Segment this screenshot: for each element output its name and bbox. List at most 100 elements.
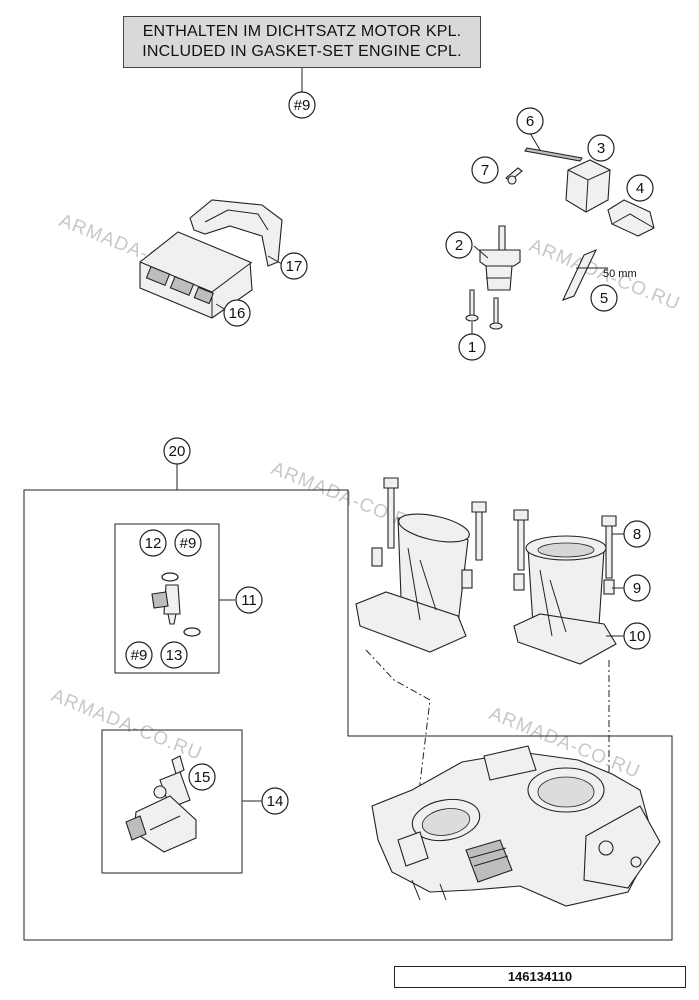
actuator-flange <box>479 249 521 267</box>
ecu-connector <box>193 286 215 305</box>
throttle-bracket <box>583 805 661 889</box>
pressure-sensor <box>607 199 655 237</box>
o-ring <box>183 627 201 637</box>
callout-7: 7 <box>471 156 499 184</box>
sensor-connector <box>125 815 147 841</box>
callout-15: 15 <box>188 763 216 791</box>
flange-bolt <box>605 521 613 579</box>
mounting-screw <box>493 297 499 325</box>
callout-1: 1 <box>458 333 486 361</box>
dimension-label: 50 mm <box>603 268 637 280</box>
svg-text:7: 7 <box>481 162 489 179</box>
watermarks: ARMADA-CO.RU ARMADA-CO.RU ARMADA-CO.RU A… <box>48 210 683 783</box>
callout-10: 10 <box>623 622 651 650</box>
o-ring <box>161 572 179 582</box>
bolt-head <box>601 515 617 527</box>
spacer-sleeve <box>513 573 525 591</box>
callout-11: 11 <box>235 586 263 614</box>
svg-text:17: 17 <box>286 258 303 275</box>
injector-kit-box <box>114 523 220 674</box>
flange-bolt <box>387 483 395 549</box>
callout-9: 9 <box>623 574 651 602</box>
svg-text:11: 11 <box>241 592 257 609</box>
svg-text:20: 20 <box>169 443 186 460</box>
svg-text:5: 5 <box>600 290 608 307</box>
alignment-line <box>365 649 431 801</box>
injector-connector <box>151 591 169 609</box>
flange-bolt <box>517 515 525 571</box>
svg-text:14: 14 <box>267 793 284 810</box>
sensor-gasket <box>524 147 583 162</box>
assembly-frame <box>23 462 673 941</box>
mounting-screw <box>469 289 475 317</box>
throttle-actuator-gear <box>465 839 513 883</box>
sensor-body <box>133 795 197 853</box>
screw-head <box>489 322 503 330</box>
spacer-sleeve <box>461 569 473 589</box>
flange-bolt <box>475 507 483 561</box>
callout-ref-9: #9 <box>125 641 153 669</box>
boot-flange <box>355 591 467 653</box>
screw-head <box>465 314 479 322</box>
svg-text:#9: #9 <box>180 535 197 552</box>
callout-16: 16 <box>223 299 251 327</box>
fuel-rail <box>483 745 537 781</box>
callout-17: 17 <box>280 252 308 280</box>
engine-control-unit <box>139 231 253 319</box>
gasket-set-note: ENTHALTEN IM DICHTSATZ MOTOR KPL. INCLUD… <box>123 16 481 68</box>
callout-4: 4 <box>626 174 654 202</box>
svg-text:13: 13 <box>166 647 183 664</box>
svg-text:4: 4 <box>636 180 644 197</box>
fuel-injector <box>151 572 201 637</box>
svg-text:12: 12 <box>145 535 162 552</box>
throttle-sensor-group <box>465 132 655 334</box>
callout-14: 14 <box>261 787 289 815</box>
svg-text:10: 10 <box>629 628 646 645</box>
intake-manifold-right <box>513 509 617 665</box>
svg-text:2: 2 <box>455 237 463 254</box>
svg-text:#9: #9 <box>131 647 148 664</box>
callout-6: 6 <box>516 107 544 135</box>
idle-valve <box>397 831 429 867</box>
svg-text:#9: #9 <box>294 97 311 114</box>
bracket-bolt <box>598 840 614 856</box>
injector-nozzle <box>167 613 177 625</box>
bolt-head <box>513 509 529 521</box>
bolt-head <box>471 501 487 513</box>
svg-text:8: 8 <box>633 526 641 543</box>
svg-text:16: 16 <box>229 305 246 322</box>
gasket-note-line-2: INCLUDED IN GASKET-SET ENGINE CPL. <box>142 43 462 60</box>
ecu-connector <box>145 265 171 287</box>
svg-text:9: 9 <box>633 580 641 597</box>
callout-12: 12 <box>139 529 167 557</box>
callout-ref-9: #9 <box>288 91 316 119</box>
callout-20: 20 <box>163 437 191 465</box>
watermark: ARMADA-CO.RU <box>48 685 205 765</box>
adhesive-strip <box>561 248 598 301</box>
callout-13: 13 <box>160 641 188 669</box>
spacer-sleeve <box>371 547 383 567</box>
gasket-note-line-1: ENTHALTEN IM DICHTSATZ MOTOR KPL. <box>142 23 462 40</box>
callout-ref-9: #9 <box>174 529 202 557</box>
callout-5: 5 <box>590 284 618 312</box>
callout-2: 2 <box>445 231 473 259</box>
temperature-sensor-assembly <box>125 755 197 853</box>
callouts: #9 6 3 7 4 2 50 mm 5 1 <box>125 91 654 815</box>
sensor-tip <box>171 755 185 775</box>
intake-manifold-left <box>355 477 487 653</box>
sensor-seal <box>153 785 167 799</box>
callout-3: 3 <box>587 134 615 162</box>
spacer-sleeve <box>603 579 615 595</box>
callout-8: 8 <box>623 520 651 548</box>
svg-text:1: 1 <box>468 339 476 356</box>
svg-text:15: 15 <box>194 769 211 786</box>
ecu-assembly <box>139 199 283 319</box>
screw-head <box>507 175 517 185</box>
ecu-connector <box>169 275 195 297</box>
boot-flange <box>513 613 617 665</box>
bolt-head <box>383 477 399 489</box>
svg-text:3: 3 <box>597 140 605 157</box>
svg-text:6: 6 <box>526 113 534 130</box>
bracket-bolt <box>630 856 642 868</box>
